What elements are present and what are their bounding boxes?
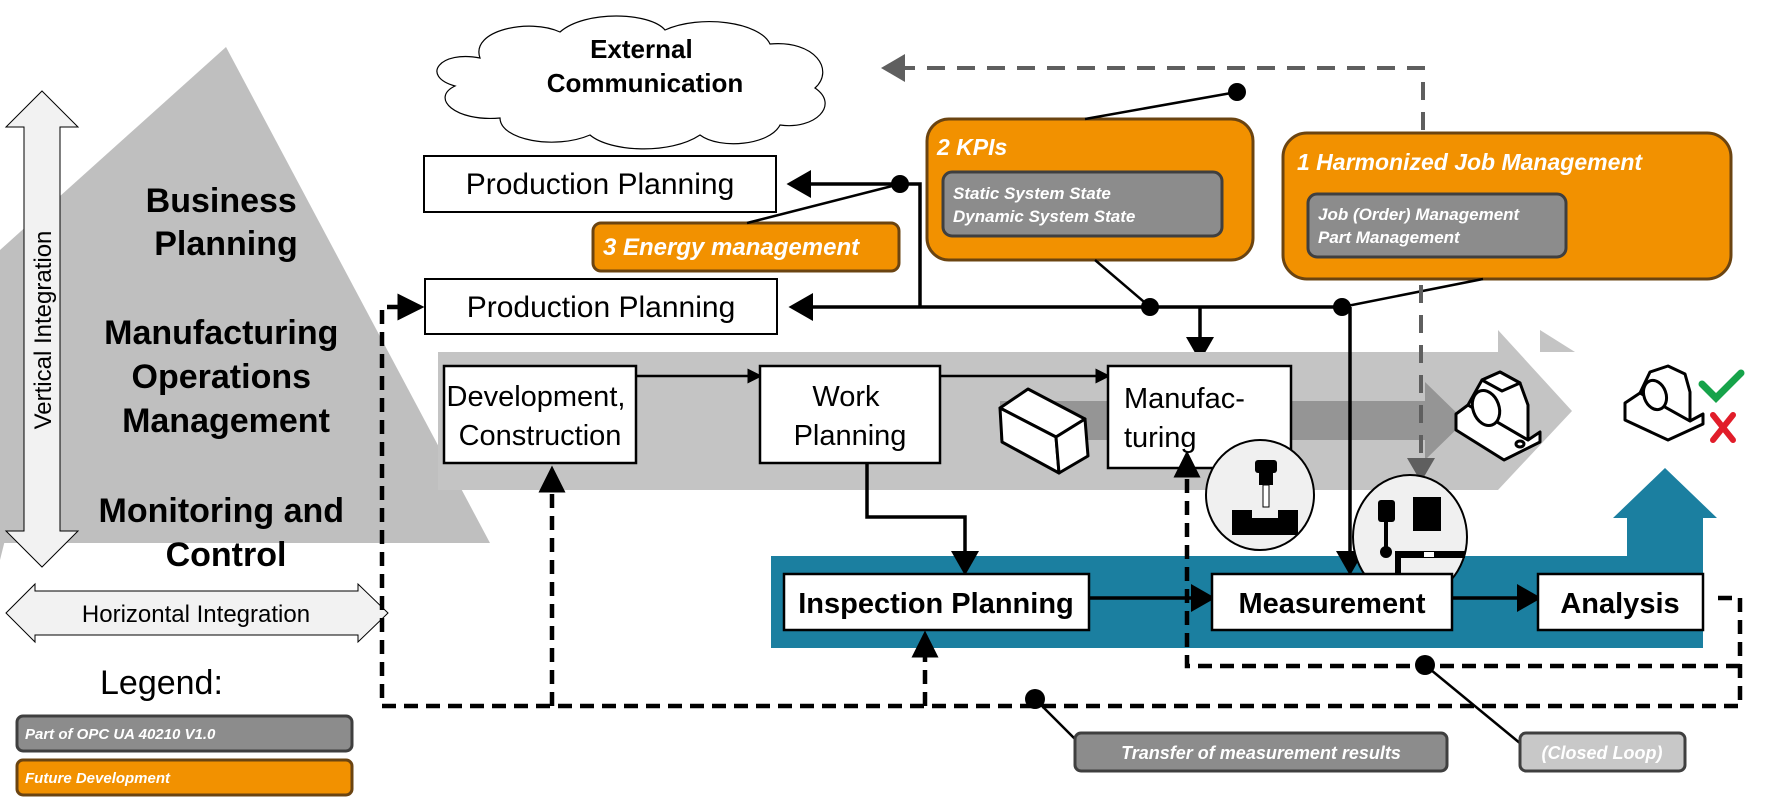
automation-pyramid <box>0 47 490 543</box>
connector-dot <box>1333 298 1351 316</box>
pp-top-bus <box>900 182 922 307</box>
closed-loop-line <box>1173 450 1740 669</box>
analysis-box[interactable]: Analysis <box>1536 572 1705 632</box>
job-management-items: Job (Order) Management Part Management <box>1318 205 1524 247</box>
development-label: Development, Construction <box>447 381 634 452</box>
fail-cross-icon <box>1710 412 1736 443</box>
svg-text:Transfer of measurement result: Transfer of measurement results <box>1121 743 1401 763</box>
production-planning-top-label: Production Planning <box>466 168 735 201</box>
energy-connector <box>746 182 901 225</box>
connector-dot <box>1228 83 1246 101</box>
level-mom: Manufacturing Operations Management <box>104 314 348 440</box>
legend-item-opc-ua: Part of OPC UA 40210 V1.0 <box>15 714 354 753</box>
kpis-external-connector <box>1084 90 1238 121</box>
legend-item-future: Future Development <box>15 758 354 797</box>
measuring-machine-icon <box>1352 474 1468 600</box>
svg-text:Part of OPC UA 40210 V1.0: Part of OPC UA 40210 V1.0 <box>25 726 216 743</box>
raw-part-cube-icon <box>998 387 1090 475</box>
development-construction-box[interactable]: Development, Construction <box>442 364 638 465</box>
closed-loop-annotation-connector <box>1424 664 1522 745</box>
work-planning-box[interactable]: Work Planning <box>758 364 942 465</box>
job-management-module[interactable]: 1 Harmonized Job Management Job (Order) … <box>1281 131 1733 281</box>
horizontal-integration-label: Horizontal Integration <box>82 601 310 628</box>
connector-dot <box>1141 298 1159 316</box>
energy-management-label: 3 Energy management <box>603 234 860 261</box>
transfer-results-annotation: Transfer of measurement results <box>1073 731 1449 773</box>
vertical-integration-arrow: Vertical Integration <box>4 90 80 568</box>
external-comm-connector <box>881 54 1425 160</box>
kpis-items: Static System State Dynamic System State <box>953 184 1135 226</box>
production-planning-bottom[interactable]: Production Planning <box>424 278 778 335</box>
measurement-label: Measurement <box>1239 588 1426 620</box>
job-bus-connector <box>1341 277 1484 309</box>
production-planning-top[interactable]: Production Planning <box>423 155 777 213</box>
level-monitoring-control: Monitoring and Control <box>99 492 354 574</box>
ok-check-icon <box>1698 369 1745 403</box>
energy-management-module[interactable]: 3 Energy management <box>591 221 901 273</box>
finished-part-icon <box>1454 370 1542 462</box>
svg-text:Future Development: Future Development <box>25 770 171 787</box>
svg-text:(Closed Loop): (Closed Loop) <box>1542 743 1663 763</box>
production-planning-bottom-label: Production Planning <box>467 291 736 324</box>
vertical-integration-label: Vertical Integration <box>30 231 57 430</box>
level-business-planning: Business Planning <box>146 182 307 263</box>
closed-loop-annotation: (Closed Loop) <box>1518 731 1687 773</box>
work-to-inspection-arrow <box>865 463 979 576</box>
measurement-box[interactable]: Measurement <box>1210 572 1454 632</box>
kpis-bus-connector <box>1094 259 1151 308</box>
machine-tool-icon <box>1205 439 1315 551</box>
legend-title: Legend: <box>100 664 223 702</box>
horizontal-integration-arrow: Horizontal Integration <box>5 582 389 644</box>
transfer-feedback-line <box>379 293 1743 709</box>
kpis-title: 2 KPIs <box>936 134 1007 160</box>
cloud-label: External Communication <box>547 34 743 98</box>
kpis-module[interactable]: 2 KPIs Static System State Dynamic Syste… <box>925 117 1255 262</box>
inspected-part-icon <box>1623 364 1705 442</box>
transfer-annotation-connector <box>1034 698 1081 745</box>
analysis-label: Analysis <box>1560 588 1679 620</box>
job-management-title: 1 Harmonized Job Management <box>1297 149 1643 175</box>
manufacturing-label: Manufac- turing <box>1124 383 1253 454</box>
inspection-planning-box[interactable]: Inspection Planning <box>782 572 1091 632</box>
work-planning-label: Work Planning <box>794 381 907 452</box>
inspection-planning-label: Inspection Planning <box>798 588 1074 620</box>
external-communication-cloud[interactable]: External Communication <box>436 15 826 150</box>
